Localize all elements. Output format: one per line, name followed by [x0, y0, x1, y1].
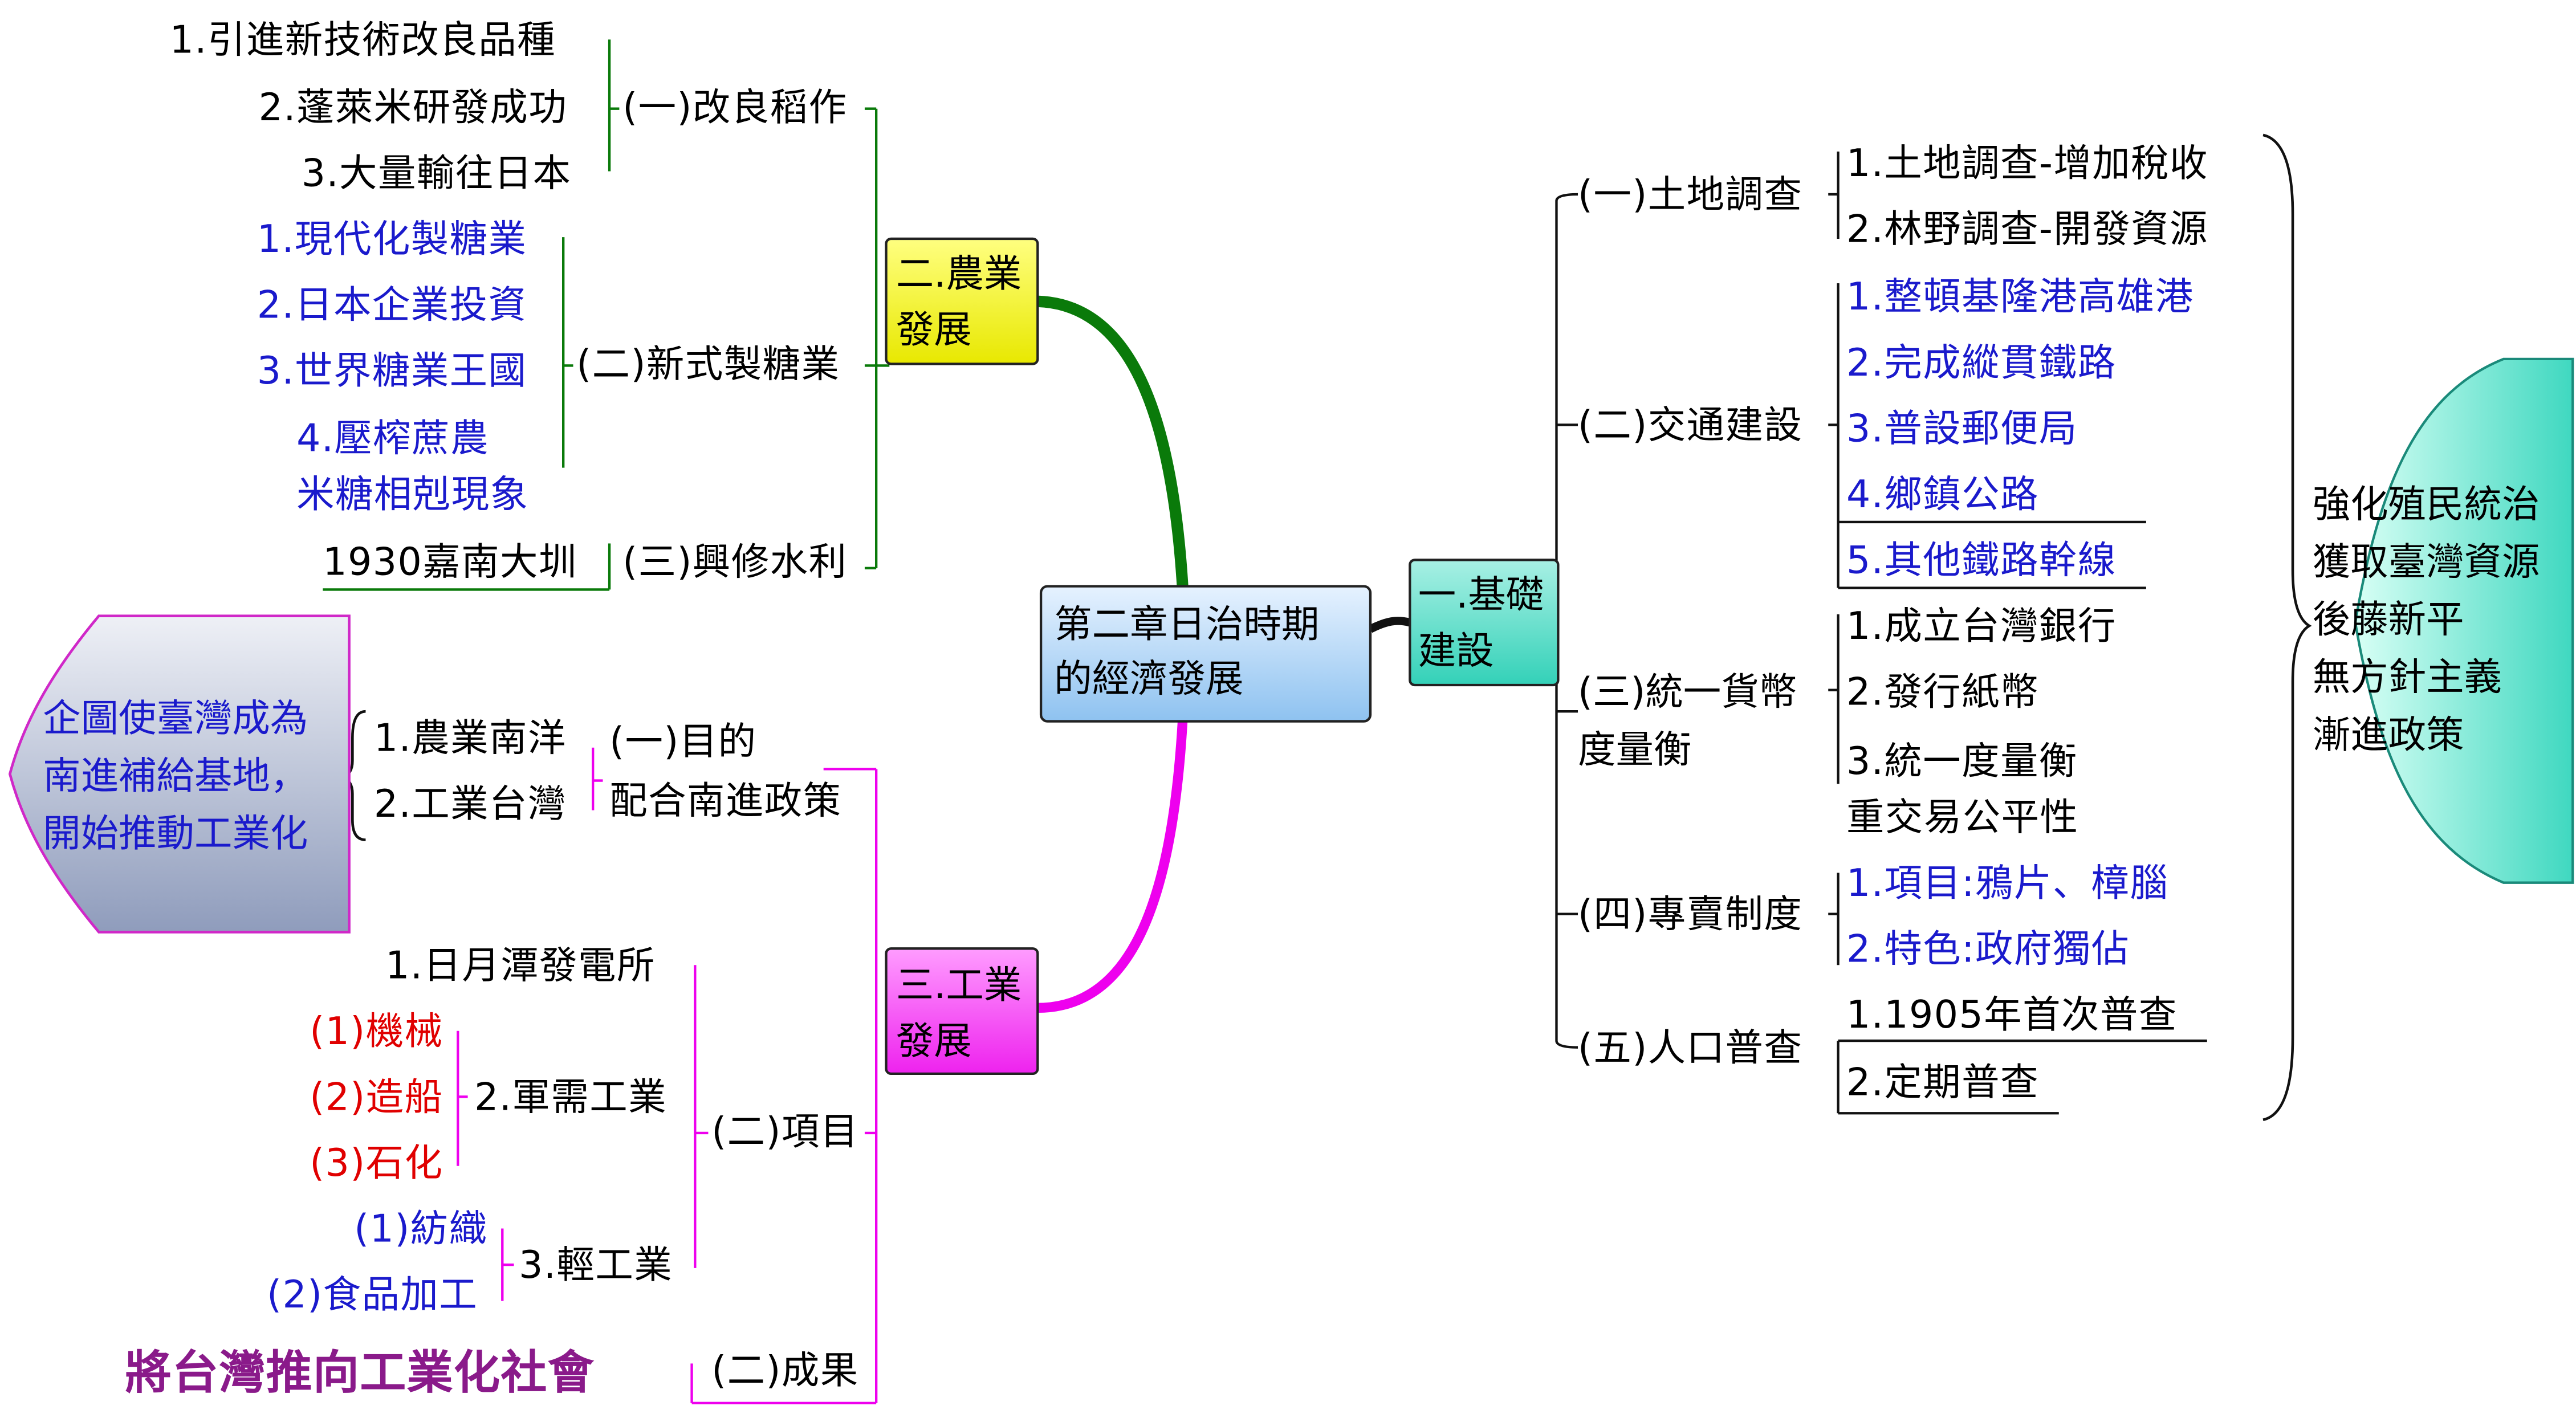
center-title-line2: 的經濟發展 [1054, 658, 1244, 702]
currency-item-3: 3.統一度量衡 [1846, 741, 2078, 784]
summary-brace [2262, 133, 2312, 1122]
industry-title-line2: 發展 [896, 1021, 972, 1064]
result-value: 將台灣推向工業化社會 [125, 1345, 595, 1400]
infra-node: 一.基礎 建設 [1418, 568, 1544, 680]
transport-item-1: 1.整頓基隆港高雄港 [1846, 276, 2194, 320]
result-label: (二)成果 [711, 1350, 859, 1394]
military-item-1: (1)機械 [310, 1011, 443, 1054]
center-title-line1: 第二章日治時期 [1054, 604, 1320, 647]
military-item-2: (2)造船 [310, 1077, 443, 1120]
land-item-2: 2.林野調查-開發資源 [1846, 209, 2208, 252]
sugar-item-4-cont: 米糖相剋現象 [296, 474, 529, 518]
water-label: (三)興修水利 [622, 541, 848, 585]
industry-node-bg [885, 947, 1039, 1075]
purpose-label: (一)目的 [609, 721, 757, 764]
purpose-callout: 企圖使臺灣成為 南進補給基地， 開始推動工業化 [43, 692, 308, 865]
sugar-item-4: 4.壓榨蔗農 [296, 418, 490, 462]
projects-label: (二)項目 [711, 1111, 859, 1155]
projects-power: 1.日月潭發電所 [385, 945, 656, 988]
agri-title-line2: 發展 [896, 309, 972, 353]
currency-label: (三)統一貨幣 度量衡 [1578, 665, 1797, 780]
currency-note: 重交易公平性 [1846, 797, 2079, 840]
agri-node-bg [885, 237, 1039, 365]
currency-label-line1: (三)統一貨幣 [1578, 671, 1797, 715]
light-item-1: (1)紡織 [354, 1208, 488, 1252]
census-item-2: 2.定期普查 [1846, 1062, 2039, 1105]
infra-title-line1: 一.基礎 [1418, 575, 1544, 618]
water-item-1: 1930嘉南大圳 [323, 541, 577, 585]
transport-item-4: 4.鄉鎮公路 [1846, 474, 2039, 518]
land-item-1: 1.土地調查-增加稅收 [1846, 143, 2208, 186]
purpose-note: 配合南進政策 [609, 780, 842, 824]
land-label: (一)土地調查 [1578, 174, 1803, 218]
rice-item-3: 3.大量輸往日本 [301, 153, 572, 196]
sugar-label: (二)新式製糖業 [576, 344, 840, 388]
purpose-callout-line3: 開始推動工業化 [43, 813, 308, 857]
center-node-bg [1039, 585, 1372, 723]
military-item-3: (3)石化 [310, 1143, 443, 1186]
industry-trunk [1037, 721, 1188, 1013]
monopoly-item-2: 2.特色:政府獨佔 [1846, 928, 2130, 972]
industry-title-line1: 三.工業 [896, 965, 1022, 1008]
summary-line-5: 漸進政策 [2312, 714, 2464, 758]
census-label: (五)人口普查 [1578, 1027, 1803, 1071]
summary-line-2: 獲取臺灣資源 [2312, 541, 2540, 585]
agri-title-line1: 二.農業 [896, 253, 1022, 297]
agri-trunk [1037, 295, 1189, 587]
infra-title-line2: 建設 [1418, 630, 1494, 674]
agri-node: 二.農業 發展 [896, 247, 1022, 358]
summary-line-4: 無方針主義 [2312, 657, 2502, 700]
purpose-callout-shape [8, 614, 351, 934]
purpose-callout-line2: 南進補給基地， [43, 756, 308, 799]
summary-callout-shape [2354, 357, 2574, 884]
transport-item-5: 5.其他鐵路幹線 [1846, 540, 2117, 583]
transport-item-2: 2.完成縱貫鐵路 [1846, 342, 2117, 386]
census-item-1: 1.1905年首次普查 [1846, 995, 2178, 1038]
purpose-callout-line1: 企圖使臺灣成為 [43, 698, 308, 741]
light-label: 3.輕工業 [519, 1245, 673, 1288]
summary-line-3: 後藤新平 [2312, 599, 2464, 642]
currency-label-line2: 度量衡 [1578, 730, 1692, 773]
sugar-item-1: 1.現代化製糖業 [257, 219, 527, 262]
sugar-item-2: 2.日本企業投資 [257, 284, 527, 328]
monopoly-label: (四)專賣制度 [1578, 894, 1803, 938]
summary-text: 強化殖民統治 獲取臺灣資源 後藤新平 無方針主義 漸進政策 [2313, 478, 2540, 766]
infra-node-bg [1409, 559, 1560, 687]
rice-item-1: 1.引進新技術改良品種 [169, 19, 556, 63]
transport-item-3: 3.普設郵便局 [1846, 408, 2078, 451]
monopoly-item-1: 1.項目:鴉片、樟腦 [1846, 863, 2169, 906]
currency-item-2: 2.發行紙幣 [1846, 671, 2039, 715]
military-label: 2.軍需工業 [474, 1077, 668, 1120]
infra-trunk [1368, 617, 1411, 633]
purpose-item-1: 1.農業南洋 [373, 718, 567, 761]
sugar-item-3: 3.世界糖業王國 [257, 351, 527, 394]
summary-line-1: 強化殖民統治 [2312, 484, 2540, 527]
rice-item-2: 2.蓬萊米研發成功 [258, 87, 568, 131]
industry-node: 三.工業 發展 [896, 959, 1022, 1070]
currency-item-1: 1.成立台灣銀行 [1846, 606, 2117, 649]
light-item-2: (2)食品加工 [267, 1274, 478, 1318]
center-title: 第二章日治時期 的經濟發展 [1054, 600, 1319, 708]
rice-label: (一)改良稻作 [622, 87, 848, 131]
purpose-item-2: 2.工業台灣 [373, 784, 567, 827]
transport-label: (二)交通建設 [1578, 405, 1803, 448]
